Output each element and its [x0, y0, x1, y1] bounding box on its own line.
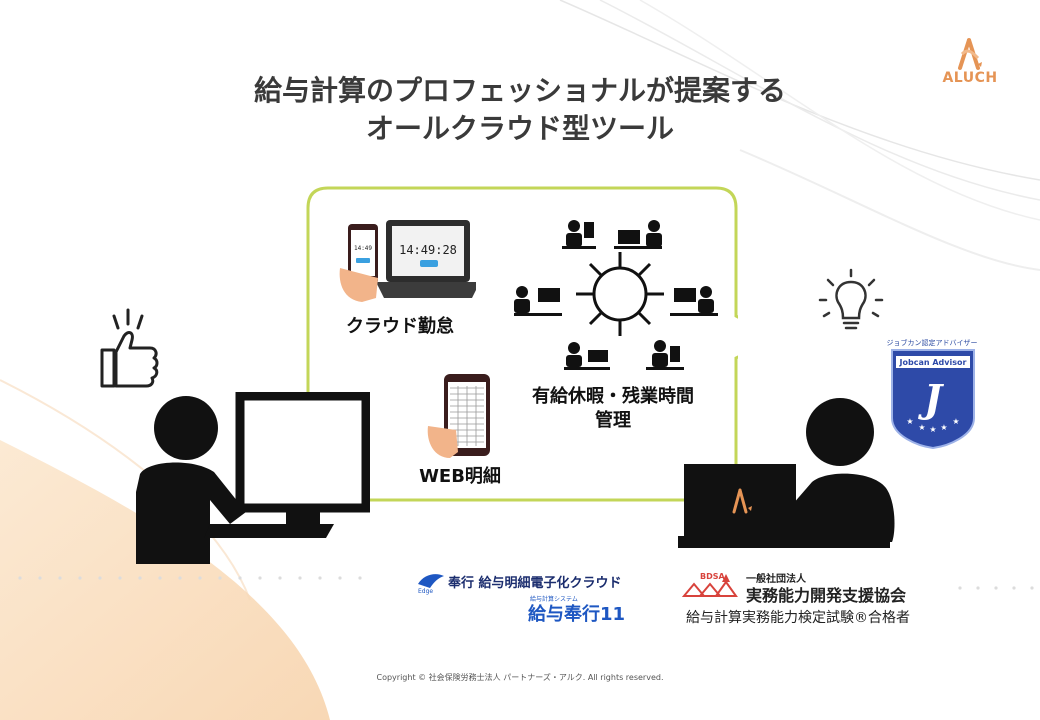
svg-text:★: ★: [918, 423, 925, 432]
copyright-footer: Copyright © 社会保険労務士法人 パートナーズ・アルク. All ri…: [376, 673, 664, 682]
laptop-clock-time: 14:49:28: [399, 243, 457, 257]
web-payslip-phone-icon: [427, 374, 490, 458]
person-laptop-icon: [678, 398, 895, 548]
aluch-logo-text: ALUCH: [942, 70, 998, 86]
leave-overtime-label-line2: 管理: [595, 410, 631, 431]
svg-text:★: ★: [906, 417, 913, 426]
bugyo-cloud-logo: 奉行 給与明細電子化クラウド: [448, 576, 622, 591]
title-line-2: オールクラウド型ツール: [365, 112, 674, 145]
bugyo-bird-icon: [418, 574, 444, 588]
bdsa-logo-mark: BDSA: [681, 572, 738, 597]
jobcan-badge-caption: ジョブカン認定アドバイザー: [886, 339, 978, 347]
thumbs-up-icon: [100, 308, 159, 388]
leave-overtime-label: 有給休暇・残業時間 管理: [508, 385, 718, 433]
bugyo11-logo: 給与奉行11: [528, 604, 626, 625]
phone-laptop-icon: 14:49:28 14:49: [339, 220, 476, 302]
svg-text:★: ★: [940, 423, 947, 432]
leave-overtime-label-line1: 有給休暇・残業時間: [532, 386, 694, 407]
cloud-attendance-label: クラウド勤怠: [346, 316, 454, 337]
team-network-icon: [514, 220, 718, 370]
svg-text:14:49: 14:49: [354, 245, 372, 252]
web-payslip-label: WEB明細: [419, 466, 501, 487]
bdsa-certification: 給与計算実務能力検定試験®合格者: [686, 610, 910, 626]
title-line-1: 給与計算のプロフェッショナルが提案する: [253, 74, 786, 107]
bdsa-org-type: 一般社団法人: [746, 574, 806, 585]
bugyo-edge-label: Edge: [418, 588, 434, 595]
page-title: 給与計算のプロフェッショナルが提案する オールクラウド型ツール: [0, 72, 1040, 148]
aluch-logo-mark: [958, 38, 982, 70]
jobcan-advisor-badge: Jobcan Advisor J ★★★★★: [891, 349, 975, 450]
jobcan-ribbon-text: Jobcan Advisor: [899, 358, 967, 367]
svg-text:★: ★: [952, 417, 959, 426]
light-bulb-icon: [818, 268, 884, 330]
bugyo11-caption: 給与計算システム: [530, 596, 578, 603]
bdsa-org-name: 実務能力開発支援協会: [746, 586, 907, 605]
svg-text:★: ★: [929, 425, 936, 434]
bdsa-abbr: BDSA: [700, 572, 726, 581]
person-desktop-icon: [136, 392, 370, 564]
